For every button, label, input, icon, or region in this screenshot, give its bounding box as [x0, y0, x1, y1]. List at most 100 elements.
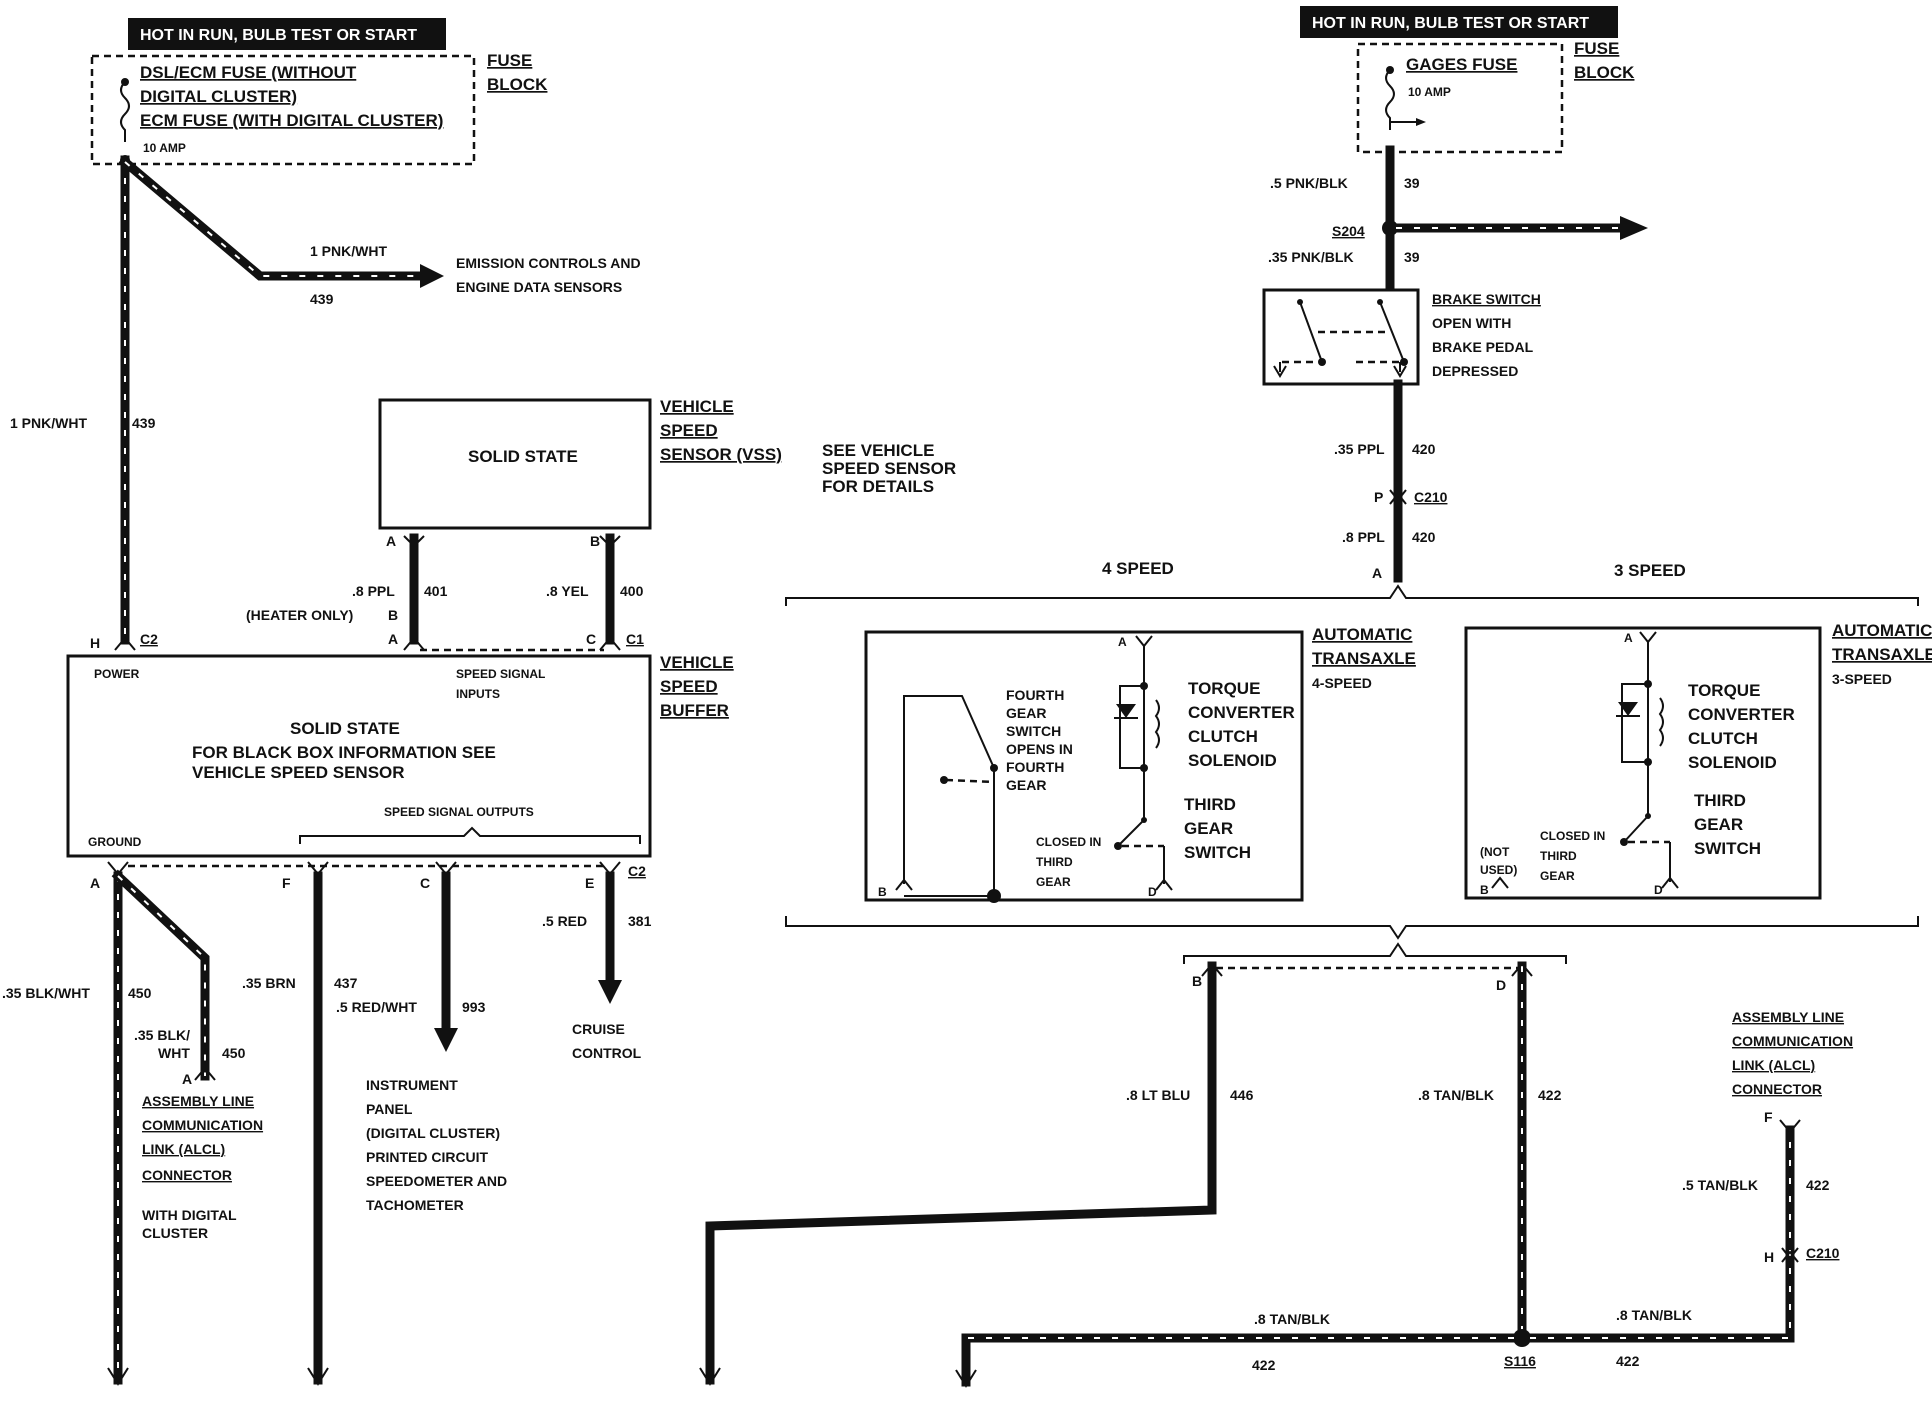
wire-450b-color-1: .35 BLK/ — [134, 1027, 190, 1043]
right-alcl-4: CONNECTOR — [1732, 1081, 1822, 1097]
left-alcl-note-2: CLUSTER — [142, 1225, 208, 1241]
wire-422-left: .8 TAN/BLK 422 — [955, 1311, 1519, 1388]
vehicle-speed-sensor: SOLID STATE VEHICLE SPEED SENSOR (VSS) A… — [378, 397, 782, 549]
outputs-brace — [299, 826, 641, 844]
arrow-down-icon — [434, 1028, 458, 1052]
wire-446: B .8 LT BLU 446 — [699, 961, 1520, 1386]
pin-c-top: C — [586, 631, 596, 647]
conn-c210: C210 — [1414, 489, 1448, 505]
buffer-top-connectors: H C2 A C C1 — [90, 631, 644, 652]
t4-closed-2: THIRD — [1036, 855, 1073, 869]
wire-39a-color: .5 PNK/BLK — [1270, 175, 1348, 191]
conn-c2-bottom: C2 — [628, 863, 646, 879]
ip-4: PRINTED CIRCUIT — [366, 1149, 489, 1165]
pin-h: H — [90, 635, 100, 651]
arrow-down-icon — [598, 980, 622, 1004]
t3-pin-a: A — [1624, 631, 1633, 645]
wire-422c-color: .8 TAN/BLK — [1254, 1311, 1330, 1327]
wire-993: .5 RED/WHT 993 — [336, 871, 486, 1052]
splice-s116-label: S116 — [1504, 1353, 1536, 1369]
wire-450-alcl: .35 BLK/ WHT 450 A — [111, 869, 246, 1087]
t4-title-3: 4-SPEED — [1312, 675, 1372, 691]
wire-439-main: 1 PNK/WHT 439 — [10, 155, 156, 645]
buffer-title-3: BUFFER — [660, 701, 729, 720]
alcl-pin-f: F — [1764, 1109, 1773, 1125]
wire-439-branch-num: 439 — [310, 291, 334, 307]
buffer-bottom-connectors: A F C E C2 — [90, 861, 646, 891]
wire-39b-color: .35 PNK/BLK — [1268, 249, 1354, 265]
vss-pin-a: A — [386, 533, 396, 549]
t3-notused-2: USED) — [1480, 863, 1517, 877]
heater-pin-b: B — [388, 607, 398, 623]
pin-d-bottom: D — [1496, 977, 1506, 993]
pin-a-420: A — [1372, 565, 1382, 581]
t4-fourth-1: FOURTH — [1006, 687, 1064, 703]
instrument-panel-label: INSTRUMENT PANEL (DIGITAL CLUSTER) PRINT… — [366, 1077, 507, 1213]
right-fuse-block-1: FUSE — [1574, 39, 1619, 58]
wire-39: .5 PNK/BLK 39 S204 .35 PNK/BLK 39 — [1268, 145, 1648, 297]
wire-439-main-num: 439 — [132, 415, 156, 431]
wire-422-main: D .8 TAN/BLK 422 S116 — [1418, 961, 1562, 1369]
right-hot-label-text: HOT IN RUN, BULB TEST OR START — [1312, 15, 1589, 32]
t3-tcc-4: SOLENOID — [1688, 753, 1777, 772]
left-alcl-2: COMMUNICATION — [142, 1117, 263, 1133]
wire-993-color: .5 RED/WHT — [336, 999, 417, 1015]
pin-a-bottom: A — [90, 875, 100, 891]
t3-third-1: THIRD — [1694, 791, 1746, 810]
t4-tcc-2: CONVERTER — [1188, 703, 1295, 722]
wire-450-color: .35 BLK/WHT — [2, 985, 90, 1001]
vss-title-2: SPEED — [660, 421, 718, 440]
t4-closed-1: CLOSED IN — [1036, 835, 1101, 849]
t3-pin-b: B — [1480, 883, 1489, 897]
alcl-pin-a: A — [182, 1071, 192, 1087]
wire-422-right: .8 TAN/BLK 422 .5 TAN/BLK 422 H C210 F — [1525, 1109, 1840, 1369]
emission-dest-1: EMISSION CONTROLS AND — [456, 255, 641, 271]
t4-third-1: THIRD — [1184, 795, 1236, 814]
t3-notused-1: (NOT — [1480, 845, 1510, 859]
buffer-power: POWER — [94, 667, 140, 681]
buffer-text-1: SOLID STATE — [290, 719, 400, 738]
t3-closed-2: THIRD — [1540, 849, 1577, 863]
wire-450b-color-2: WHT — [158, 1045, 190, 1061]
t4-third-3: SWITCH — [1184, 843, 1251, 862]
brake-3: BRAKE PEDAL — [1432, 339, 1534, 355]
speed-4-label: 4 SPEED — [1102, 559, 1174, 578]
wire-437: .35 BRN 437 — [242, 871, 358, 1386]
splice-s204-label: S204 — [1332, 223, 1365, 239]
wire-420b-num: 420 — [1412, 529, 1436, 545]
ip-2: PANEL — [366, 1101, 413, 1117]
gages-fuse-rating: 10 AMP — [1408, 85, 1451, 99]
left-fuse-name-3: ECM FUSE (WITH DIGITAL CLUSTER) — [140, 111, 443, 130]
t3-title-2: TRANSAXLE — [1832, 645, 1932, 664]
wire-422d-num: 422 — [1616, 1353, 1640, 1369]
t4-fourth-3: SWITCH — [1006, 723, 1061, 739]
left-fuse-block: DSL/ECM FUSE (WITHOUT DIGITAL CLUSTER) E… — [90, 51, 548, 166]
fuse-icon — [120, 81, 130, 142]
left-fuse-block-label-2: BLOCK — [487, 75, 548, 94]
right-fuse-block-2: BLOCK — [1574, 63, 1635, 82]
wire-401-num: 401 — [424, 583, 448, 599]
coil-icon — [1154, 699, 1160, 749]
buffer-ground: GROUND — [88, 835, 142, 849]
left-alcl-1: ASSEMBLY LINE — [142, 1093, 254, 1109]
conn-c2-top: C2 — [140, 631, 158, 647]
t3-third-2: GEAR — [1694, 815, 1743, 834]
wire-422a-color: .8 TAN/BLK — [1418, 1087, 1494, 1103]
wire-450b-num: 450 — [222, 1045, 246, 1061]
t3-third-3: SWITCH — [1694, 839, 1761, 858]
wire-420b-color: .8 PPL — [1342, 529, 1385, 545]
wire-401-color: .8 PPL — [352, 583, 395, 599]
t3-pin-d: D — [1654, 883, 1663, 897]
t4-title-1: AUTOMATIC — [1312, 625, 1412, 644]
t4-tcc-3: CLUTCH — [1188, 727, 1258, 746]
wire-422a-num: 422 — [1538, 1087, 1562, 1103]
pin-h-c210: H — [1764, 1249, 1774, 1265]
buffer-text-3: VEHICLE SPEED SENSOR — [192, 763, 405, 782]
wire-400-color: .8 YEL — [546, 583, 589, 599]
t4-tcc-4: SOLENOID — [1188, 751, 1277, 770]
right-alcl-connector: ASSEMBLY LINE COMMUNICATION LINK (ALCL) … — [1732, 1009, 1853, 1097]
cruise-2: CONTROL — [572, 1045, 642, 1061]
wire-420a-num: 420 — [1412, 441, 1436, 457]
wire-437-color: .35 BRN — [242, 975, 296, 991]
arrow-right-icon — [420, 264, 444, 288]
